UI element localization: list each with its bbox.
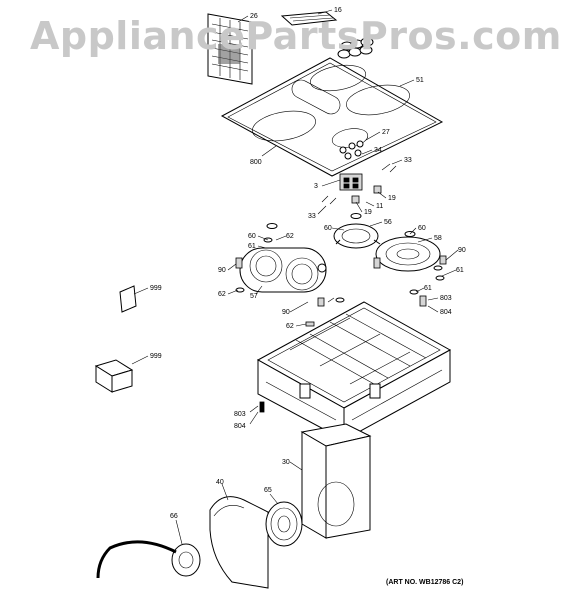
- callout-60-left: 60: [248, 233, 256, 240]
- part-999-manual: [119, 285, 137, 313]
- callout-62-center: 62: [286, 323, 294, 330]
- callout-66: 66: [170, 513, 178, 520]
- callout-803-upper: 803: [440, 295, 452, 302]
- callout-56: 56: [384, 219, 392, 226]
- callout-30: 30: [282, 459, 290, 466]
- callout-26: 26: [250, 13, 258, 20]
- callout-60-right: 60: [418, 225, 426, 232]
- callout-65: 65: [264, 487, 272, 494]
- part-999-box: [94, 359, 134, 393]
- fasteners-cluster: [339, 140, 364, 160]
- callout-999-box: 999: [150, 353, 162, 360]
- callout-61-right: 61: [456, 267, 464, 274]
- callout-62-left: 62: [218, 291, 226, 298]
- callout-19-lower: 19: [364, 209, 372, 216]
- callout-60-center: 60: [324, 225, 332, 232]
- callout-labels: 26 16 51 27 800 34 33 3 19 11 33 19 60 5…: [150, 7, 466, 520]
- part-26-grille: [207, 13, 253, 85]
- callout-33-lower: 33: [308, 213, 316, 220]
- callout-34: 34: [374, 147, 382, 154]
- part-19-clips: [321, 163, 397, 205]
- callout-27: 27: [382, 129, 390, 136]
- callout-62-upper: 62: [286, 233, 294, 240]
- callout-51: 51: [416, 77, 424, 84]
- leader-lines: [131, 9, 459, 545]
- part-58-burner: [375, 236, 441, 272]
- callout-16: 16: [334, 7, 342, 14]
- callout-999-manual: 999: [150, 285, 162, 292]
- callout-61-left: 61: [248, 243, 256, 250]
- part-65-fan-wheel: [265, 501, 303, 547]
- callout-58: 58: [434, 235, 442, 242]
- art-number: (ART NO. WB12786 C2): [386, 579, 464, 586]
- callout-90-center: 90: [282, 309, 290, 316]
- callout-90-right: 90: [458, 247, 466, 254]
- callout-90-left: 90: [218, 267, 226, 274]
- part-56-burner: [333, 223, 381, 249]
- part-57-dual-burner: [239, 247, 327, 293]
- callout-61-lower: 61: [424, 285, 432, 292]
- part-3-switches: [339, 173, 363, 191]
- callout-57: 57: [250, 293, 258, 300]
- part-40-blower-housing: [209, 496, 269, 589]
- callout-803-lower: 803: [234, 411, 246, 418]
- callout-33-upper: 33: [404, 157, 412, 164]
- part-66-motor: [96, 540, 201, 579]
- part-16-vent-grate: [280, 11, 338, 26]
- control-knobs-cluster: [337, 37, 374, 59]
- callout-3: 3: [314, 183, 318, 190]
- callout-40: 40: [216, 479, 224, 486]
- callout-11: 11: [376, 203, 383, 210]
- part-51-cooktop-glass: [220, 57, 444, 177]
- main-housing-box: [256, 301, 452, 441]
- callout-19-right: 19: [388, 195, 396, 202]
- callout-804-lower: 804: [234, 423, 246, 430]
- callout-800: 800: [250, 159, 262, 166]
- screw-lower: [259, 401, 265, 413]
- part-30-duct: [300, 423, 372, 539]
- callout-804-upper: 804: [440, 309, 452, 316]
